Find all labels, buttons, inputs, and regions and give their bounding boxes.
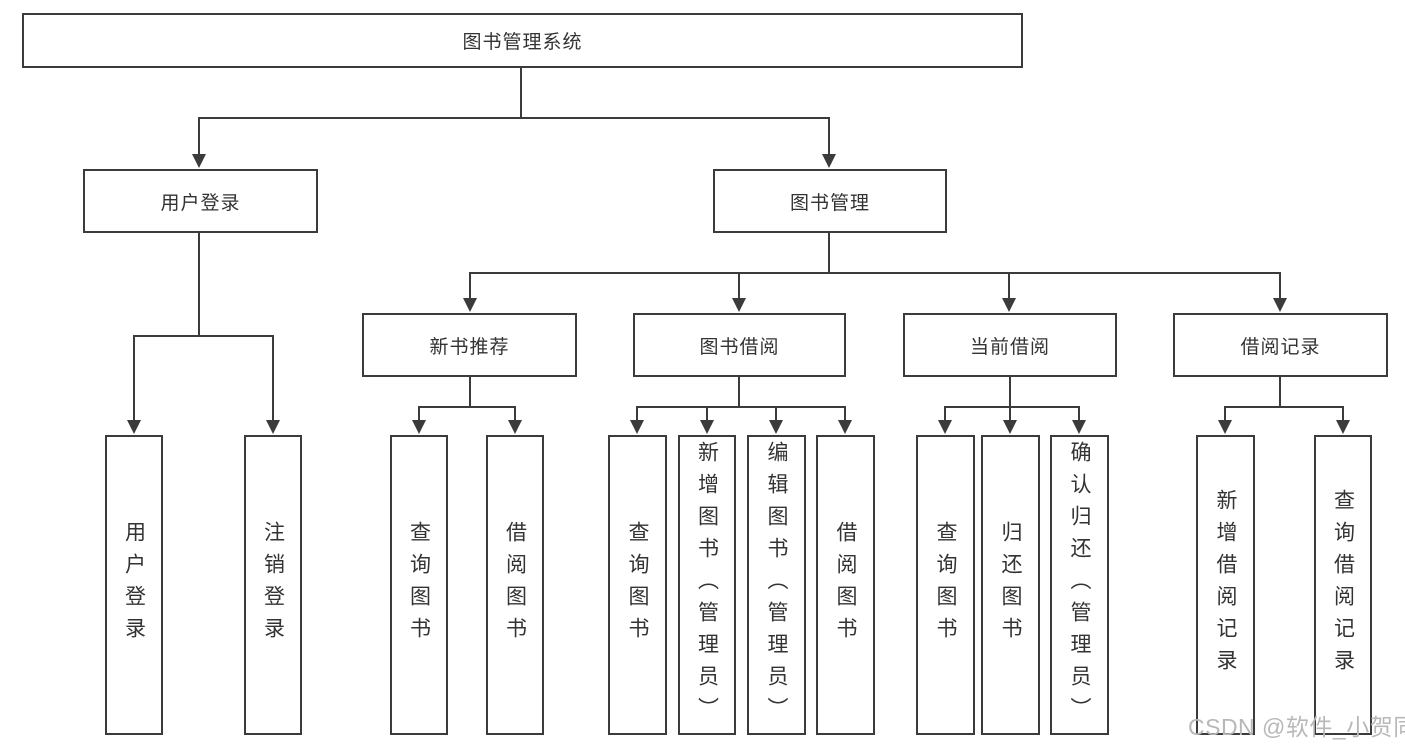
connector-root-stem (520, 68, 522, 117)
leaf-borrow-books: 借阅图书 (816, 435, 875, 735)
connector-leaf-drop (1342, 406, 1344, 420)
node-current-borrow-label: 当前借阅 (969, 336, 1050, 358)
leaf-borrow-books-label: 借阅图书 (834, 521, 857, 649)
node-borrow-records: 借阅记录 (1173, 313, 1388, 377)
connector-new-book-stem (469, 377, 471, 406)
csdn-watermark: CSDN @软件_小贺同学 (1188, 714, 1405, 740)
node-book-borrow: 图书借阅 (633, 313, 846, 377)
leaf-user-login: 用户登录 (105, 435, 163, 735)
leaf-borrow-books-recommend-label: 借阅图书 (503, 521, 527, 649)
arrow-down-leaf (700, 420, 714, 434)
arrow-down-user-login (192, 154, 206, 168)
connector-book-borrow-rail (636, 406, 846, 408)
arrow-down-leaf (838, 420, 852, 434)
leaf-user-login-label: 用户登录 (122, 521, 146, 649)
arrow-down-leaf (630, 420, 644, 434)
connector-leaf-drop (1009, 406, 1011, 420)
connector-level3-drop (1008, 272, 1010, 298)
leaf-query-borrow-record: 查询借阅记录 (1314, 435, 1372, 735)
connector-leaf-drop (418, 406, 420, 420)
arrow-down-leaf (412, 420, 426, 434)
node-user-login: 用户登录 (83, 169, 318, 233)
connector-user-login-rail (133, 335, 273, 337)
connector-leaf-drop (844, 406, 846, 420)
connector-leaf-drop (272, 335, 274, 420)
connector-level3-drop (469, 272, 471, 298)
connector-user-login-drop (198, 117, 200, 155)
connector-current-borrow-stem (1009, 377, 1011, 406)
connector-leaf-drop (133, 335, 135, 420)
node-book-borrow-label: 图书借阅 (699, 336, 780, 358)
leaf-return-books: 归还图书 (981, 435, 1040, 735)
node-root: 图书管理系统 (22, 13, 1023, 68)
arrow-down-leaf (1218, 420, 1232, 434)
node-book-management-label: 图书管理 (789, 192, 870, 214)
connector-book-mgmt-drop (828, 117, 830, 155)
arrow-down-leaf (1003, 420, 1017, 434)
connector-book-borrow-stem (738, 377, 740, 406)
leaf-query-books-recommend-label: 查询图书 (407, 521, 431, 649)
connector-borrow-records-stem (1279, 377, 1281, 406)
arrow-down-leaf (266, 420, 280, 434)
node-new-book-recommend: 新书推荐 (362, 313, 577, 377)
connector-level3-drop (738, 272, 740, 298)
connector-leaf-drop (636, 406, 638, 420)
leaf-query-books-current-label: 查询图书 (934, 521, 957, 649)
leaf-add-books-admin: 新增图书（管理员） (678, 435, 736, 735)
node-current-borrow: 当前借阅 (903, 313, 1117, 377)
leaf-query-books-borrow: 查询图书 (608, 435, 667, 735)
connector-level2-rail (198, 117, 830, 119)
node-new-book-recommend-label: 新书推荐 (429, 336, 510, 358)
leaf-borrow-books-recommend: 借阅图书 (486, 435, 544, 735)
leaf-confirm-return-admin-label: 确认归还（管理员） (1068, 441, 1091, 729)
leaf-edit-books-admin: 编辑图书（管理员） (747, 435, 806, 735)
connector-book-mgmt-stem (828, 233, 830, 272)
node-root-label: 图书管理系统 (462, 32, 583, 53)
leaf-add-borrow-record-label: 新增借阅记录 (1214, 489, 1237, 681)
node-borrow-records-label: 借阅记录 (1240, 336, 1321, 358)
arrow-down-book-mgmt (822, 154, 836, 168)
arrow-down-leaf (1336, 420, 1350, 434)
leaf-edit-books-admin-label: 编辑图书（管理员） (765, 441, 788, 729)
leaf-logout-label: 注销登录 (261, 521, 285, 649)
arrow-down-leaf (938, 420, 952, 434)
leaf-add-books-admin-label: 新增图书（管理员） (695, 441, 719, 729)
node-user-login-label: 用户登录 (160, 192, 241, 214)
arrow-down-leaf (508, 420, 522, 434)
connector-leaf-drop (775, 406, 777, 420)
connector-borrow-records-rail (1224, 406, 1343, 408)
arrow-down-leaf (1072, 420, 1086, 434)
leaf-query-books-recommend: 查询图书 (390, 435, 448, 735)
leaf-logout: 注销登录 (244, 435, 302, 735)
connector-leaf-drop (514, 406, 516, 420)
arrow-down-new-book (463, 298, 477, 312)
leaf-return-books-label: 归还图书 (999, 521, 1022, 649)
arrow-down-leaf (127, 420, 141, 434)
leaf-query-books-current: 查询图书 (916, 435, 975, 735)
leaf-confirm-return-admin: 确认归还（管理员） (1050, 435, 1109, 735)
connector-leaf-drop (944, 406, 946, 420)
arrow-down-book-borrow (732, 298, 746, 312)
connector-level3-drop (1279, 272, 1281, 298)
leaf-add-borrow-record: 新增借阅记录 (1196, 435, 1255, 735)
connector-leaf-drop (1224, 406, 1226, 420)
connector-new-book-rail (418, 406, 515, 408)
connector-leaf-drop (706, 406, 708, 420)
arrow-down-borrow-records (1273, 298, 1287, 312)
connector-level3-rail (469, 272, 1280, 274)
leaf-query-borrow-record-label: 查询借阅记录 (1331, 489, 1355, 681)
connector-leaf-drop (1078, 406, 1080, 420)
arrow-down-current-borrow (1002, 298, 1016, 312)
connector-user-login-stem (198, 233, 200, 335)
arrow-down-leaf (769, 420, 783, 434)
leaf-query-books-borrow-label: 查询图书 (626, 521, 649, 649)
node-book-management: 图书管理 (713, 169, 947, 233)
connector-current-borrow-rail (944, 406, 1080, 408)
